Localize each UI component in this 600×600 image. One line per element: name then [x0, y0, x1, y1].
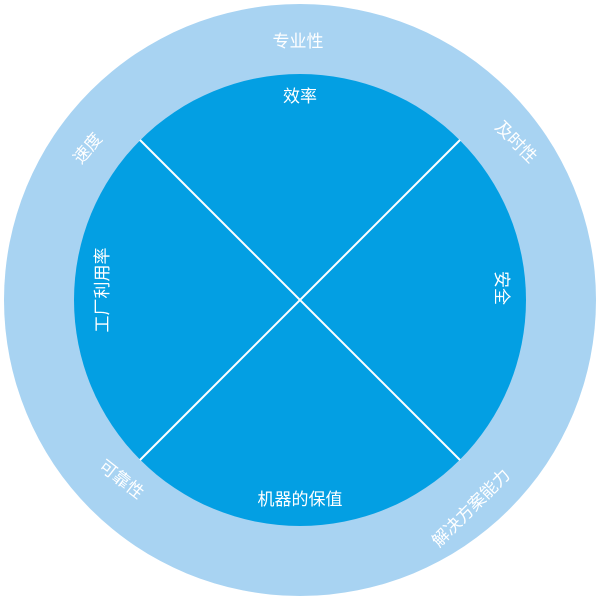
inner-label-left: 工厂利用率 [93, 248, 113, 333]
outer-label-top: 专业性 [273, 32, 324, 52]
inner-label-bottom: 机器的保值 [258, 490, 343, 510]
divider-line-2 [139, 139, 461, 461]
inner-label-right: 安全 [491, 271, 511, 305]
inner-label-top: 效率 [283, 87, 317, 107]
